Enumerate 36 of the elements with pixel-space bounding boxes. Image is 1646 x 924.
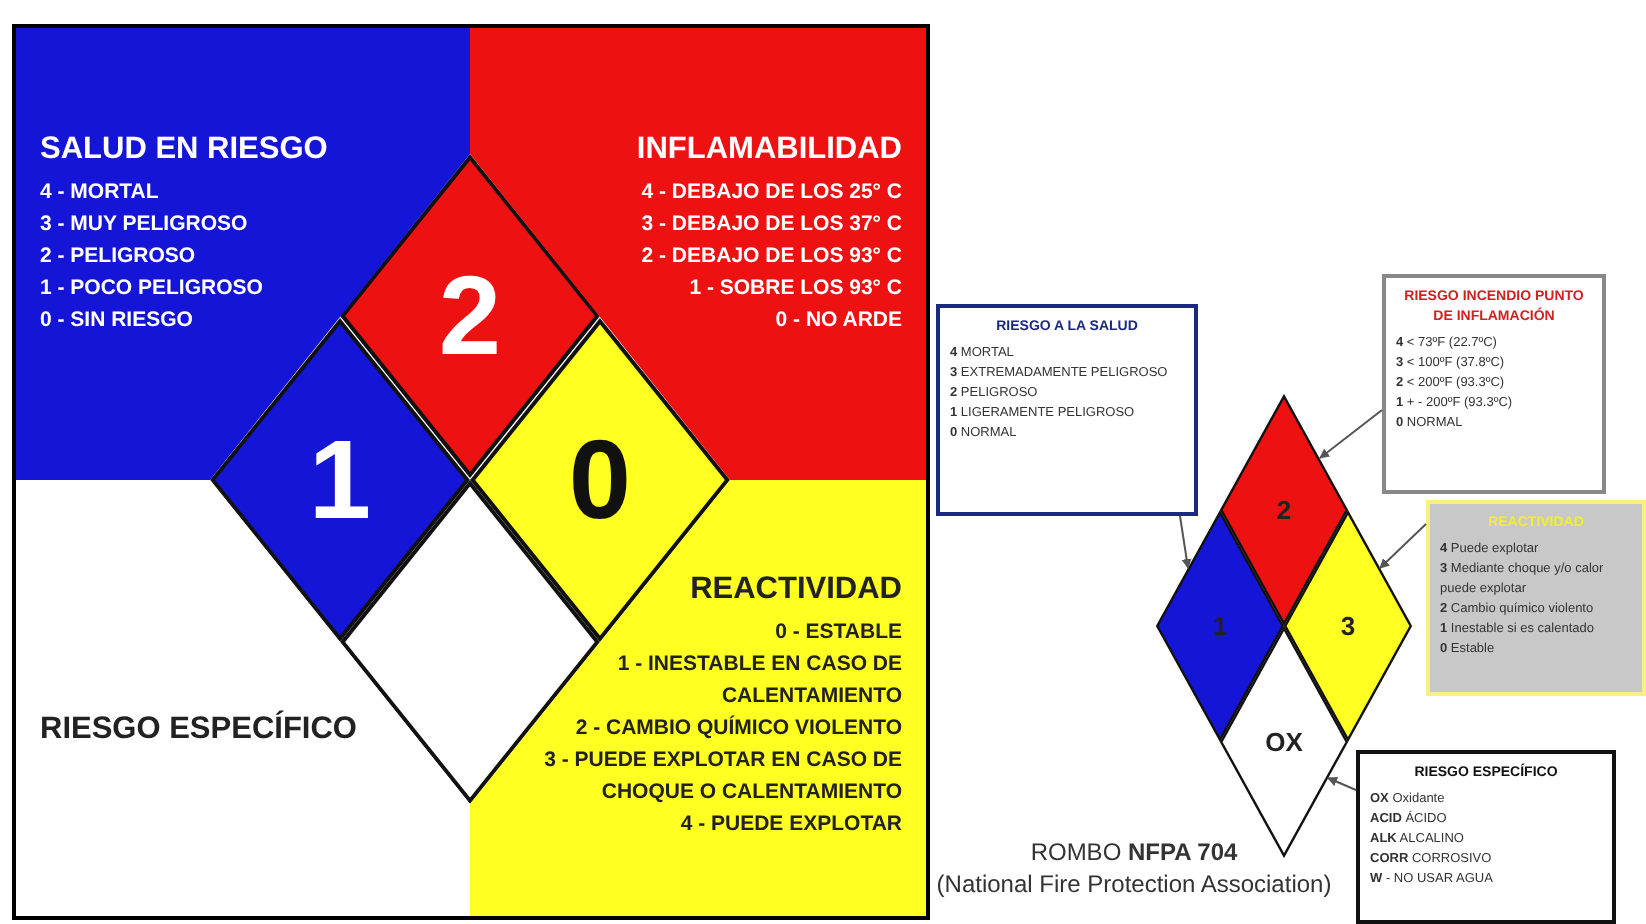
rating-item: 3 - DEBAJO DE LOS 37° C [641,210,902,240]
legend-card [1426,500,1646,696]
rating-item: 0 - ESTABLE [775,618,902,648]
hazard-rating: OX [1265,729,1303,755]
rating-item: 0 - SIN RIESGO [40,306,193,336]
panel-heading: INFLAMABILIDAD [636,130,902,170]
rating-item: 1 - POCO PELIGROSO [40,274,263,304]
rating-item: 4 - DEBAJO DE LOS 25° C [641,178,902,208]
rating-item: 1 - SOBRE LOS 93° C [689,274,902,304]
rating-item: 2 - PELIGROSO [40,242,196,272]
rating-item: 0 - NO ARDE [775,306,902,336]
hazard-rating: 1 [1212,613,1228,639]
panel-heading: RIESGO ESPECÍFICO [40,708,357,750]
hazard-rating: 2 [1276,497,1292,523]
caption-text: ROMBO NFPA 704 [1030,836,1238,868]
leader-line [1319,409,1383,459]
panel-heading: SALUD EN RIESGO [40,130,328,170]
leader-line [1327,776,1357,791]
rating-item: 2 - DEBAJO DE LOS 93° C [641,242,902,272]
rating-item: 3 - MUY PELIGROSO [40,210,248,240]
hazard-rating: 2 [438,260,502,372]
rating-item: 4 - MORTAL [40,178,159,208]
rating-item: 1 - INESTABLE EN CASO DE CALENTAMIENTO [615,650,902,712]
leader-line [1179,515,1192,569]
leader-line [1379,523,1427,569]
rating-item: 3 - PUEDE EXPLOTAR EN CASO DE CHOQUE O CALENTAMIENTO [542,746,902,808]
rating-item: 4 - PUEDE EXPLOTAR [680,810,902,840]
legend-card [936,304,1198,516]
legend-card [1382,274,1606,494]
legend-card [1356,750,1616,924]
hazard-rating: 3 [1340,613,1356,639]
hazard-rating: 1 [308,424,372,536]
caption-text: (National Fire Protection Association) [936,868,1332,900]
panel-heading: REACTIVIDAD [690,570,902,610]
rating-item: 2 - CAMBIO QUÍMICO VIOLENTO [575,713,902,744]
hazard-rating: 0 [568,424,632,536]
